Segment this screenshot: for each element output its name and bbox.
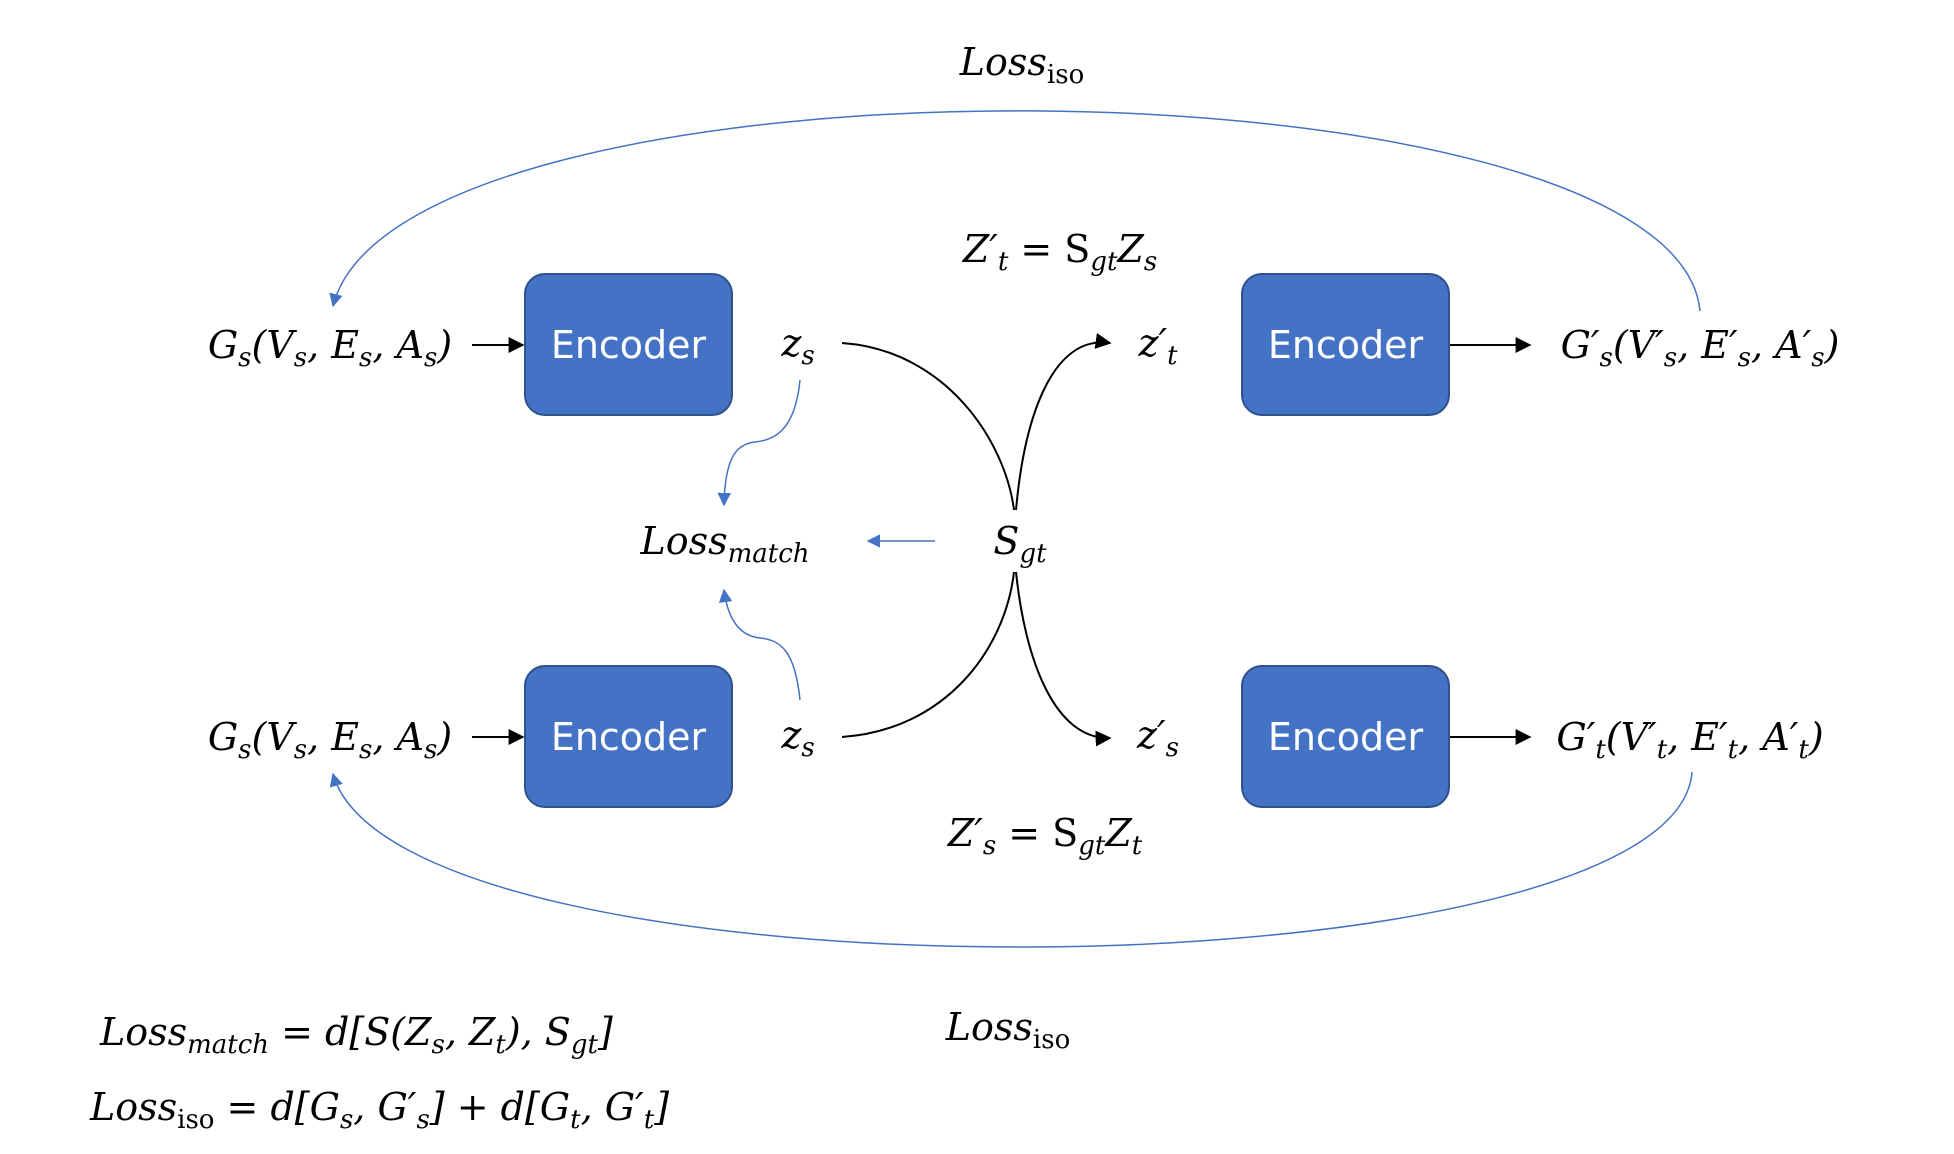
gt-subscript: gt xyxy=(1090,247,1118,277)
encoder-top-right: Encoder xyxy=(1241,273,1450,416)
arc-loss-iso-top xyxy=(329,110,1701,312)
t-subscript: t xyxy=(998,247,1009,277)
label-zt-prime: z′t xyxy=(1137,321,1178,371)
label-s-gt: Sgt xyxy=(993,519,1047,569)
encoder-bottom-right: Encoder xyxy=(1241,665,1450,808)
label-gs-bottom: Gs(Vs, Es, As) xyxy=(208,715,452,765)
curve-zs-top-to-sgt xyxy=(841,342,1015,511)
label-eq-zs-prime: Z′s = SgtZt xyxy=(947,811,1143,861)
label-def-loss-match: Lossmatch = d[S(Zs, Zt), Sgt] xyxy=(99,1010,613,1060)
label-zs-prime: z′s xyxy=(1136,713,1179,763)
encoder-box xyxy=(524,273,733,416)
label-def-loss-iso: Lossiso = d[Gs, G′s] + d[Gt, G′t] xyxy=(89,1085,669,1135)
curve-zs-bottom-to-sgt xyxy=(841,571,1015,738)
label-loss-match: Lossmatch xyxy=(639,519,809,569)
encoder-box xyxy=(1241,273,1450,416)
equals-sign: = S xyxy=(1008,227,1090,271)
arrow-zs-top-to-loss-match xyxy=(717,379,801,507)
encoder-label: Encoder xyxy=(551,715,707,759)
encoder-label: Encoder xyxy=(1268,715,1424,759)
iso-subscript: iso xyxy=(1047,60,1084,90)
loss-text: Loss xyxy=(959,40,1047,84)
arc-loss-iso-bottom xyxy=(329,771,1693,948)
curve-sgt-to-zs-prime xyxy=(1015,571,1112,747)
label-zs-bottom: zs xyxy=(780,713,814,763)
label-gs-top: Gs(Vs, Es, As) xyxy=(208,323,452,373)
encoder-label: Encoder xyxy=(551,323,707,367)
s-subscript: s xyxy=(1144,247,1157,277)
label-loss-iso-bottom: Lossiso xyxy=(945,1005,1070,1055)
label-eq-zt-prime: Z′t = SgtZs xyxy=(962,227,1157,277)
arrow-zs-bottom-to-loss-match xyxy=(718,588,801,701)
label-g-prime-s: G′s(V′s, E′s, A′s) xyxy=(1561,323,1840,373)
encoder-top-left: Encoder xyxy=(524,273,733,416)
label-g-prime-t: G′t(V′t, E′t, A′t) xyxy=(1556,715,1823,765)
encoder-label: Encoder xyxy=(1268,323,1424,367)
label-zs-top: zs xyxy=(780,321,814,371)
encoder-box xyxy=(1241,665,1450,808)
curve-sgt-to-zt-prime xyxy=(1015,333,1112,511)
z-text: Z xyxy=(1116,227,1144,271)
z-text: Z′ xyxy=(962,227,998,271)
encoder-bottom-left: Encoder xyxy=(524,665,733,808)
encoder-box xyxy=(524,665,733,808)
label-loss-iso-top: Lossiso xyxy=(959,40,1084,90)
